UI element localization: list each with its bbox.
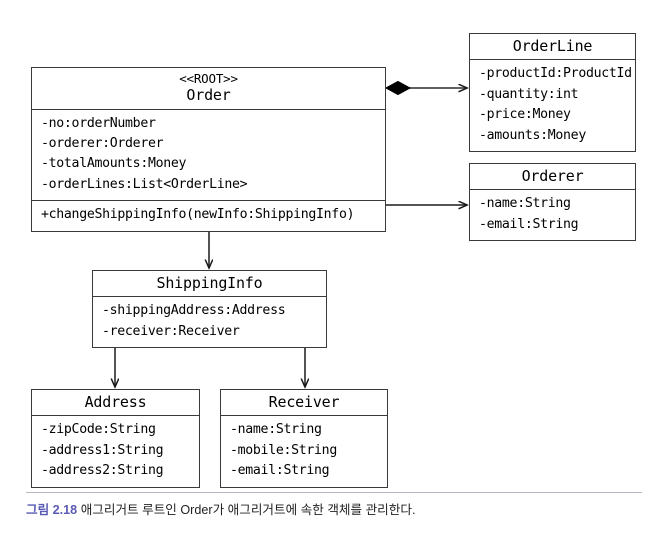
attribute-compartment-receiver: -name:String -mobile:String -email:Strin… xyxy=(221,416,387,486)
attribute-compartment-shippinginfo: -shippingAddress:Address -receiver:Recei… xyxy=(93,297,326,347)
class-name-receiver: Receiver xyxy=(268,393,340,411)
figure-caption-text: 애그리거트 루트인 Order가 애그리거트에 속한 객체를 관리한다. xyxy=(80,503,416,517)
class-header-receiver: Receiver xyxy=(221,390,387,417)
attribute-row: -orderLines:List<OrderLine> xyxy=(41,176,248,192)
attribute-compartment-order: -no:orderNumber -orderer:Orderer -totalA… xyxy=(32,110,385,201)
attribute-row: -name:String xyxy=(230,422,322,438)
attribute-row: -zipCode:String xyxy=(41,422,156,438)
class-name-orderer: Orderer xyxy=(521,167,584,185)
class-header-shippinginfo: ShippingInfo xyxy=(93,271,326,298)
class-header-address: Address xyxy=(32,390,199,417)
attribute-compartment-address: -zipCode:String -address1:String -addres… xyxy=(32,416,199,486)
attribute-row: -shippingAddress:Address xyxy=(102,303,286,319)
operation-compartment-order: +changeShippingInfo(newInfo:ShippingInfo… xyxy=(32,200,385,230)
attribute-row: -totalAmounts:Money xyxy=(41,156,187,172)
figure-caption-number: 그림 2.18 xyxy=(26,503,78,517)
class-box-orderer[interactable]: Orderer -name:String -email:String xyxy=(469,163,636,242)
class-name-shippinginfo: ShippingInfo xyxy=(156,274,263,292)
class-name-address: Address xyxy=(84,393,147,411)
relation-order-to-orderline xyxy=(384,80,467,96)
attribute-row: -address1:String xyxy=(41,442,164,458)
attribute-row: -productId:ProductId xyxy=(479,66,632,82)
class-box-order[interactable]: <<ROOT>> Order -no:orderNumber -orderer:… xyxy=(31,67,386,232)
class-header-orderline: OrderLine xyxy=(470,34,635,61)
attribute-row: -no:orderNumber xyxy=(41,115,156,131)
class-box-orderline[interactable]: OrderLine -productId:ProductId -quantity… xyxy=(469,33,636,153)
operation-row: +changeShippingInfo(newInfo:ShippingInfo… xyxy=(41,207,355,223)
attribute-row: -email:String xyxy=(479,216,579,232)
class-name-order: Order xyxy=(186,86,231,105)
attribute-row: -mobile:String xyxy=(230,442,337,458)
class-box-receiver[interactable]: Receiver -name:String -mobile:String -em… xyxy=(220,389,388,488)
class-stereotype-order: <<ROOT>> xyxy=(179,71,238,86)
attribute-row: -name:String xyxy=(479,196,571,212)
attribute-row: -quantity:int xyxy=(479,86,579,102)
class-header-order: <<ROOT>> Order xyxy=(32,68,385,110)
class-box-shippinginfo[interactable]: ShippingInfo -shippingAddress:Address -r… xyxy=(92,270,327,349)
attribute-row: -address2:String xyxy=(41,463,164,479)
attribute-row: -email:String xyxy=(230,463,330,479)
class-name-orderline: OrderLine xyxy=(512,37,593,55)
attribute-compartment-orderer: -name:String -email:String xyxy=(470,190,635,240)
attribute-row: -orderer:Orderer xyxy=(41,136,164,151)
class-header-orderer: Orderer xyxy=(470,164,635,191)
figure-caption: 그림 2.18 애그리거트 루트인 Order가 애그리거트에 속한 객체를 관… xyxy=(26,492,642,520)
class-box-address[interactable]: Address -zipCode:String -address1:String… xyxy=(31,389,200,488)
attribute-row: -amounts:Money xyxy=(479,127,586,143)
attribute-row: -receiver:Receiver xyxy=(102,323,240,339)
attribute-compartment-orderline: -productId:ProductId -quantity:int -pric… xyxy=(470,60,635,151)
attribute-row: -price:Money xyxy=(479,107,571,123)
